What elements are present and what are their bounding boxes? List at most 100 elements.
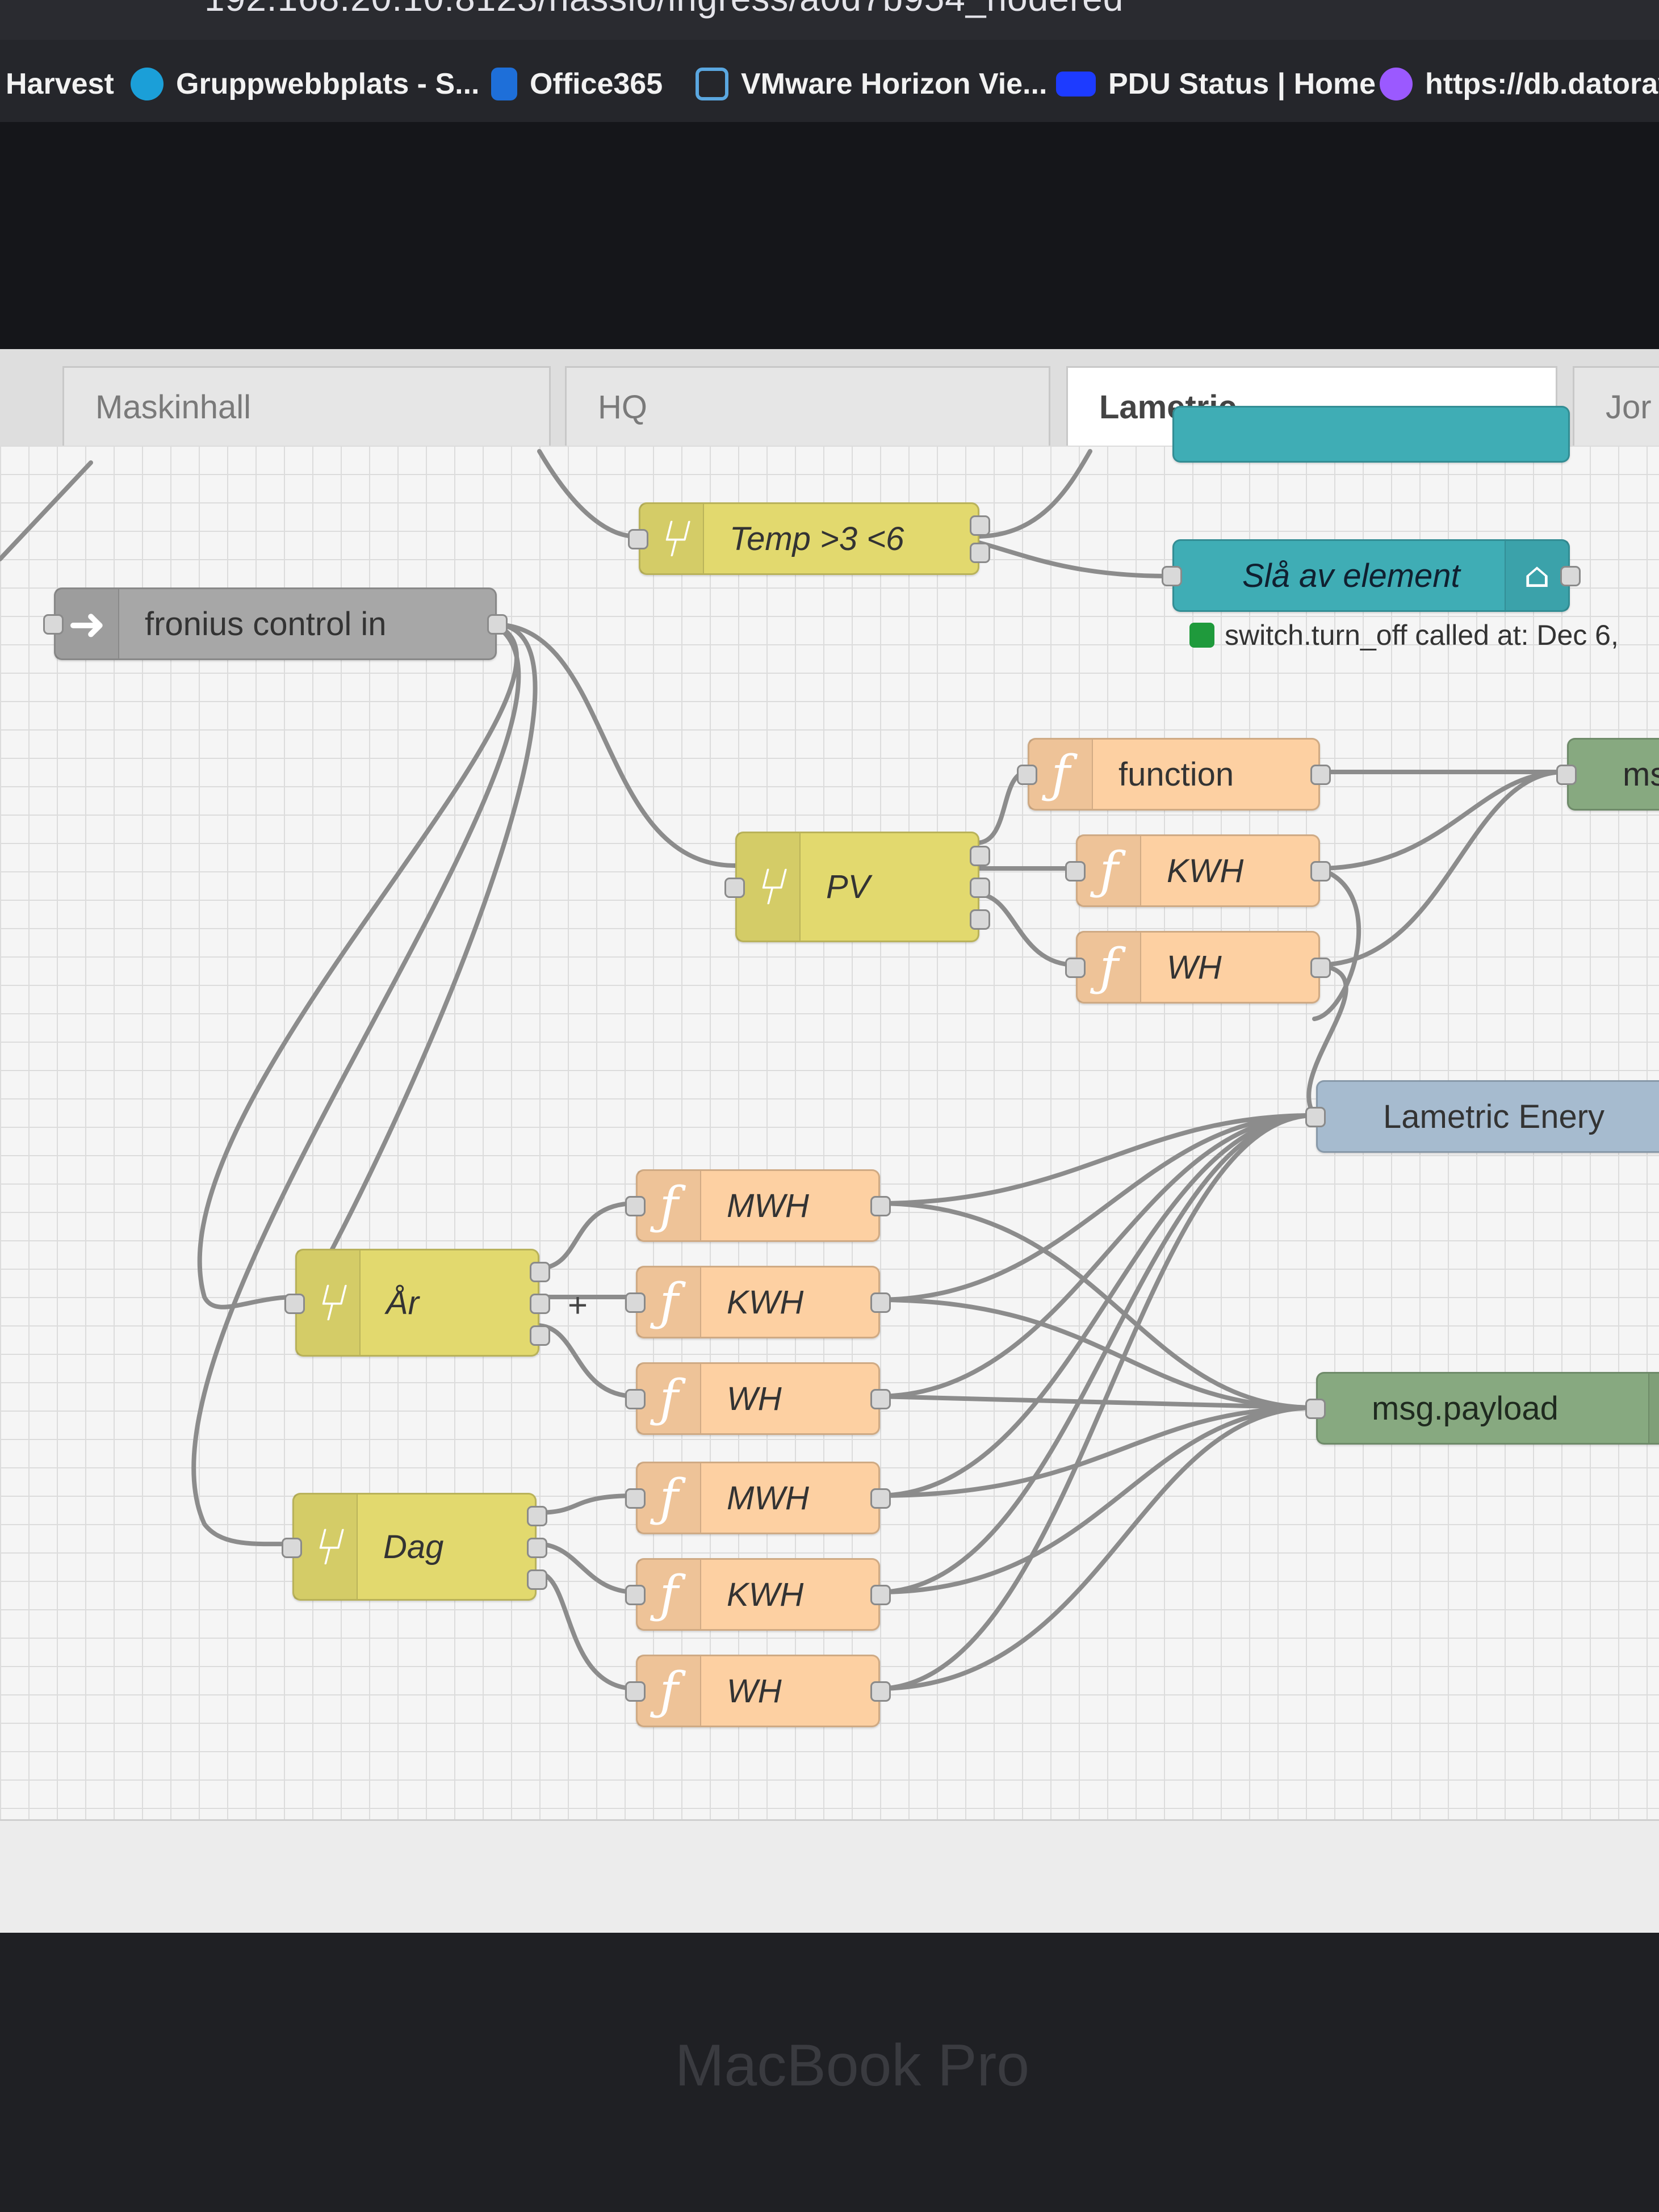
function-node-dag-wh[interactable]: ƒ WH [625, 1655, 891, 1727]
node-label: fronius control in [145, 605, 387, 643]
node-label: KWH [727, 1283, 804, 1321]
tab-hq[interactable]: HQ [565, 366, 1050, 446]
bookmark-label: Harvest [6, 68, 114, 100]
output-port[interactable] [970, 909, 990, 930]
function-node-ar-wh[interactable]: ƒ WH [625, 1362, 891, 1435]
crosshair-cursor-icon: + [568, 1286, 588, 1324]
node-label: MWH [727, 1187, 809, 1224]
bookmark-pdu-status[interactable]: PDU Status | Home [1056, 61, 1376, 107]
input-port[interactable] [628, 529, 648, 549]
output-port[interactable] [530, 1262, 550, 1282]
function-f-icon: ƒ [638, 1364, 701, 1433]
node-label: WH [727, 1672, 782, 1710]
function-node-pv-kwh[interactable]: ƒ KWH [1065, 834, 1331, 907]
switch-node-ar[interactable]: ⑂ År [284, 1249, 550, 1357]
input-port[interactable] [1556, 765, 1577, 785]
debug-node-ms[interactable]: ms [1556, 738, 1659, 811]
output-port[interactable] [870, 1389, 891, 1409]
input-port[interactable] [1065, 861, 1086, 882]
input-port[interactable] [625, 1681, 646, 1702]
input-port[interactable] [284, 1294, 305, 1314]
output-port[interactable] [487, 614, 508, 635]
bookmark-label: Office365 [530, 68, 663, 100]
bookmark-harvest[interactable]: Harvest [6, 61, 114, 107]
function-f-icon: ƒ [1078, 836, 1141, 905]
switch-node-temp[interactable]: ⑂ Temp >3 <6 [628, 502, 990, 575]
output-port[interactable] [870, 1292, 891, 1313]
link-in-node-fronius[interactable]: ➜ fronius control in [43, 587, 508, 660]
ha-service-node-sla-av-element[interactable]: Slå av element ⌂ [1162, 539, 1581, 612]
input-port[interactable] [625, 1488, 646, 1509]
output-port[interactable] [870, 1585, 891, 1605]
output-port[interactable] [1310, 958, 1331, 978]
output-port[interactable] [527, 1506, 547, 1526]
output-port[interactable] [970, 878, 990, 898]
switch-node-pv[interactable]: ⑂ PV [724, 832, 990, 942]
output-port[interactable] [970, 846, 990, 866]
input-port[interactable] [625, 1292, 646, 1313]
tab-maskinhall[interactable]: Maskinhall [62, 366, 551, 446]
db-icon [1380, 68, 1413, 100]
wire [304, 622, 538, 1299]
input-port[interactable] [625, 1196, 646, 1216]
output-port[interactable] [870, 1488, 891, 1509]
input-port[interactable] [1065, 958, 1086, 978]
laptop-bezel [0, 1933, 1659, 2212]
sharepoint-icon [131, 68, 164, 100]
input-port[interactable] [724, 878, 745, 898]
wire [1306, 963, 1348, 1118]
debug-node-msg-payload[interactable]: msg.payload ≣ [1305, 1372, 1659, 1445]
output-port[interactable] [1310, 861, 1331, 882]
function-node-ar-mwh[interactable]: ƒ MWH [625, 1169, 891, 1242]
function-f-icon: ƒ [638, 1267, 701, 1337]
bookmark-office365[interactable]: Office365 [491, 61, 663, 107]
function-node-ar-kwh[interactable]: ƒ KWH [625, 1266, 891, 1338]
output-port[interactable] [870, 1196, 891, 1216]
address-bar[interactable]: 192.168.20.10:8123/hassio/ingress/a0d7b9… [204, 0, 1124, 19]
input-port[interactable] [43, 614, 64, 635]
switch-icon: ⑂ [737, 833, 801, 941]
status-dot [1189, 623, 1214, 648]
output-port[interactable] [530, 1294, 550, 1314]
input-port[interactable] [1017, 765, 1037, 785]
output-port[interactable] [530, 1325, 550, 1346]
input-port[interactable] [625, 1585, 646, 1605]
input-port[interactable] [282, 1538, 302, 1558]
node-label: PV [826, 868, 870, 905]
output-port[interactable] [970, 515, 990, 536]
output-port[interactable] [1560, 566, 1581, 586]
input-port[interactable] [1305, 1399, 1326, 1419]
tab-jor[interactable]: Jor [1573, 366, 1659, 446]
wire [534, 1323, 638, 1399]
output-port[interactable] [1310, 765, 1331, 785]
bookmark-gruppwebbplats[interactable]: Gruppwebbplats - S... [131, 61, 479, 107]
node-label: MWH [727, 1479, 809, 1517]
function-node-pv-wh[interactable]: ƒ WH [1065, 931, 1331, 1004]
wire [537, 449, 638, 539]
flow-wires [0, 449, 1566, 1691]
bookmark-vmware[interactable]: VMware Horizon Vie... [696, 61, 1047, 107]
switch-node-dag[interactable]: ⑂ Dag [282, 1493, 547, 1601]
bookmark-db[interactable]: https://db.datorav [1380, 61, 1659, 107]
input-port[interactable] [625, 1389, 646, 1409]
office-icon [491, 68, 517, 100]
function-node-dag-kwh[interactable]: ƒ KWH [625, 1558, 891, 1631]
lametric-energy-node[interactable]: Lametric Enery [1305, 1080, 1659, 1153]
output-port[interactable] [527, 1569, 547, 1590]
output-port[interactable] [870, 1681, 891, 1702]
node-label: ms [1623, 755, 1659, 793]
function-f-icon: ƒ [638, 1463, 701, 1533]
function-node-dag-mwh[interactable]: ƒ MWH [625, 1462, 891, 1534]
vmware-icon [696, 68, 728, 100]
wire [1312, 866, 1361, 1021]
switch-icon: ⑂ [640, 504, 704, 573]
input-port[interactable] [1305, 1107, 1326, 1127]
function-node-function[interactable]: ƒ function [1017, 738, 1331, 811]
output-port[interactable] [527, 1538, 547, 1558]
flow-workspace[interactable]: ⑂ Temp >3 <6 Slå av element ⌂ switch.tur… [0, 406, 1659, 1819]
output-port[interactable] [970, 543, 990, 563]
browser-content-top [0, 122, 1659, 349]
ha-node-partial[interactable] [1172, 406, 1570, 463]
wire [534, 1570, 638, 1691]
input-port[interactable] [1162, 566, 1182, 586]
